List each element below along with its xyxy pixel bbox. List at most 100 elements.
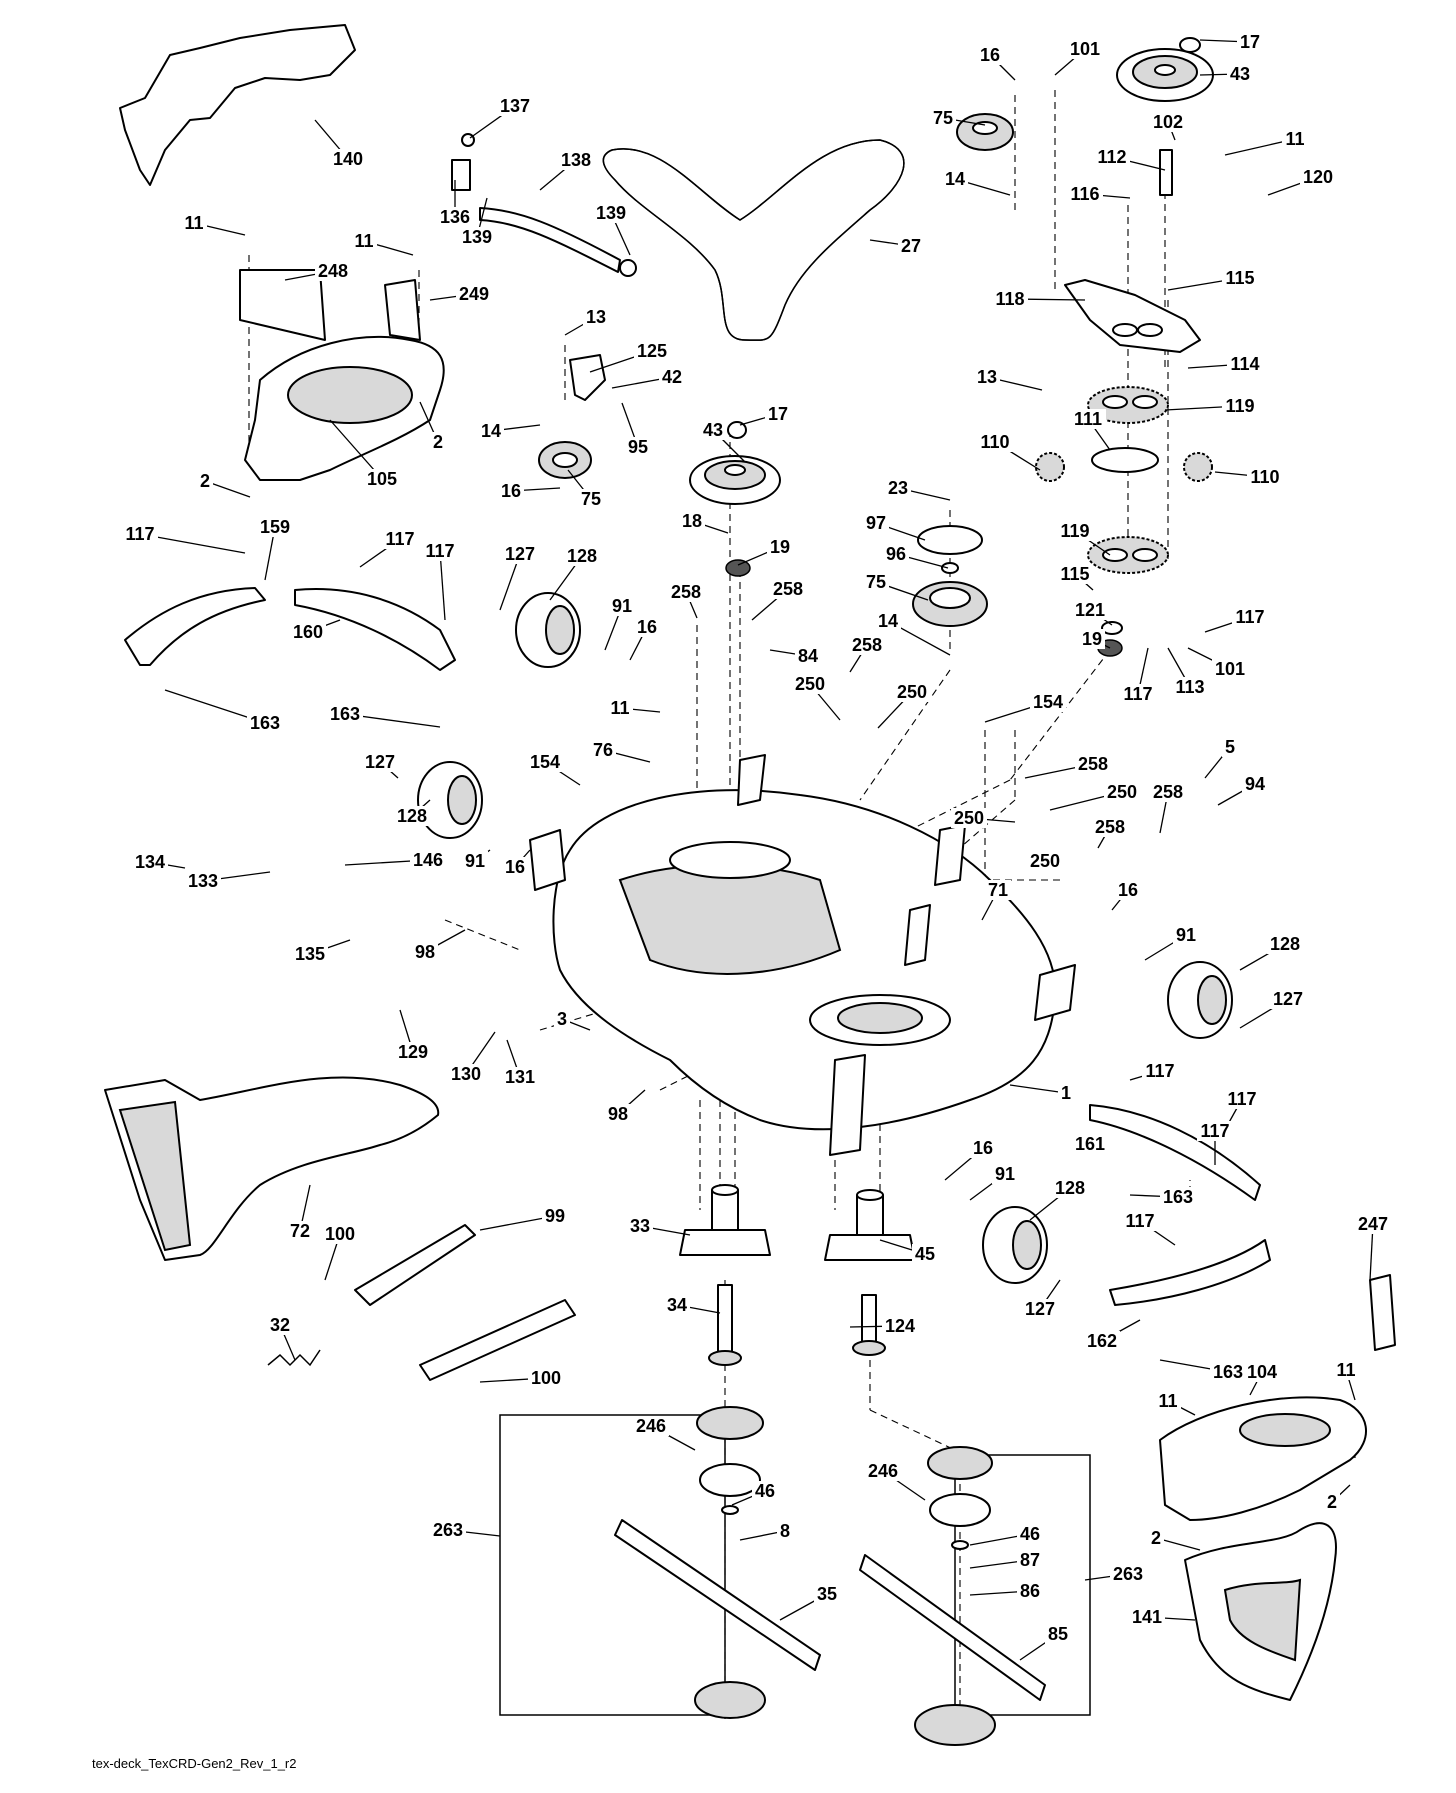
- callout-background: [382, 529, 418, 549]
- callout-number: 128: [1055, 1178, 1085, 1198]
- callout-number: 128: [397, 806, 427, 826]
- callout-number: 258: [773, 579, 803, 599]
- callout-127: 127: [499, 544, 538, 611]
- discharge-chute: [104, 1076, 440, 1261]
- callout-background: [1224, 1089, 1260, 1109]
- callout-background: [197, 471, 213, 491]
- callout-background: [752, 1481, 778, 1501]
- callout-background: [1017, 1581, 1043, 1601]
- callout-number: 131: [505, 1067, 535, 1087]
- callout-140: 140: [314, 119, 366, 169]
- callout-background: [849, 635, 885, 655]
- callout-background: [247, 713, 283, 733]
- callout-number: 105: [367, 469, 397, 489]
- callout-number: 102: [1153, 112, 1183, 132]
- blade-left: [614, 1519, 821, 1671]
- callout-141: 141: [1129, 1607, 1196, 1627]
- callout-number: 127: [505, 544, 535, 564]
- callout-background: [1222, 737, 1238, 757]
- small-gear-right: [1183, 452, 1213, 482]
- callout-85: 85: [1019, 1624, 1071, 1661]
- callout-5: 5: [1204, 737, 1238, 779]
- callout-2: 2: [1148, 1528, 1201, 1551]
- callout-124: 124: [849, 1316, 918, 1336]
- callout-number: 11: [1285, 129, 1304, 149]
- callout-background: [1052, 1178, 1088, 1198]
- small-gear-left: [1035, 452, 1065, 482]
- callout-91: 91: [462, 849, 491, 871]
- callout-number: 11: [1158, 1391, 1177, 1411]
- callout-background: [1150, 782, 1186, 802]
- callout-number: 136: [440, 207, 470, 227]
- callout-110: 110: [1214, 467, 1283, 487]
- callout-250: 250: [951, 808, 1016, 828]
- spindle-shaft-right: [861, 1294, 877, 1344]
- callout-number: 86: [1020, 1581, 1040, 1601]
- callout-11: 11: [607, 698, 661, 718]
- callout-number: 139: [462, 227, 492, 247]
- callout-number: 2: [433, 432, 443, 452]
- callout-250: 250: [1027, 851, 1063, 871]
- callout-background: [633, 1416, 669, 1436]
- leader-line: [439, 550, 446, 621]
- callout-background: [875, 611, 901, 631]
- callout-number: 100: [325, 1224, 355, 1244]
- callout-42: 42: [611, 367, 685, 389]
- callout-number: 94: [1245, 774, 1265, 794]
- callout-98: 98: [412, 929, 466, 962]
- callout-number: 118: [995, 289, 1024, 309]
- callout-background: [1267, 934, 1303, 954]
- callout-background: [951, 808, 987, 828]
- callout-number: 91: [465, 851, 485, 871]
- callout-background: [765, 404, 791, 424]
- callout-127: 127: [1239, 989, 1306, 1029]
- callout-19: 19: [1079, 629, 1111, 649]
- callout-number: 115: [1060, 564, 1089, 584]
- callout-number: 98: [415, 942, 435, 962]
- callout-2: 2: [197, 471, 251, 498]
- callout-117: 117: [1120, 647, 1156, 704]
- callout-number: 249: [459, 284, 489, 304]
- callout-number: 8: [780, 1521, 790, 1541]
- callout-background: [1104, 782, 1140, 802]
- callout-number: 163: [1213, 1362, 1243, 1382]
- drawing-id: tex-deck_TexCRD-Gen2_Rev_1_r2: [92, 1756, 296, 1771]
- chute-arm-upper: [354, 1224, 476, 1306]
- callout-background: [322, 1224, 358, 1244]
- callout-background: [462, 851, 488, 871]
- callout-117: 117: [1122, 1211, 1176, 1246]
- callout-number: 250: [795, 674, 825, 694]
- callout-background: [700, 420, 726, 440]
- callout-background: [1122, 1211, 1158, 1231]
- callout-number: 18: [682, 511, 702, 531]
- callout-258: 258: [1024, 754, 1111, 779]
- callout-258: 258: [849, 635, 885, 673]
- callout-98: 98: [605, 1089, 646, 1124]
- rear-rail-lower: [1109, 1239, 1271, 1306]
- callout-background: [267, 1315, 293, 1335]
- callout-23: 23: [885, 478, 951, 501]
- callout-background: [1247, 467, 1283, 487]
- spindle-shaft-left: [717, 1284, 733, 1354]
- callout-background: [502, 544, 538, 564]
- callout-11: 11: [1155, 1391, 1196, 1416]
- callout-115: 115: [1167, 268, 1258, 291]
- callout-117: 117: [1197, 1121, 1233, 1165]
- callout-number: 1: [1061, 1083, 1071, 1103]
- callout-number: 263: [1113, 1564, 1143, 1584]
- callout-background: [609, 596, 635, 616]
- callout-number: 11: [184, 213, 203, 233]
- callout-14: 14: [875, 611, 951, 656]
- callout-128: 128: [394, 799, 431, 826]
- callout-247: 247: [1355, 1214, 1391, 1281]
- callout-number: 117: [125, 524, 154, 544]
- callout-background: [634, 341, 670, 361]
- callout-background: [430, 432, 446, 452]
- callout-number: 98: [608, 1104, 628, 1124]
- idler-bracket: [569, 354, 606, 401]
- callout-number: 5: [1225, 737, 1235, 757]
- spindle-housing-right: [824, 1189, 916, 1261]
- callout-number: 140: [333, 149, 363, 169]
- callout-background: [456, 284, 492, 304]
- callout-128: 128: [549, 546, 600, 601]
